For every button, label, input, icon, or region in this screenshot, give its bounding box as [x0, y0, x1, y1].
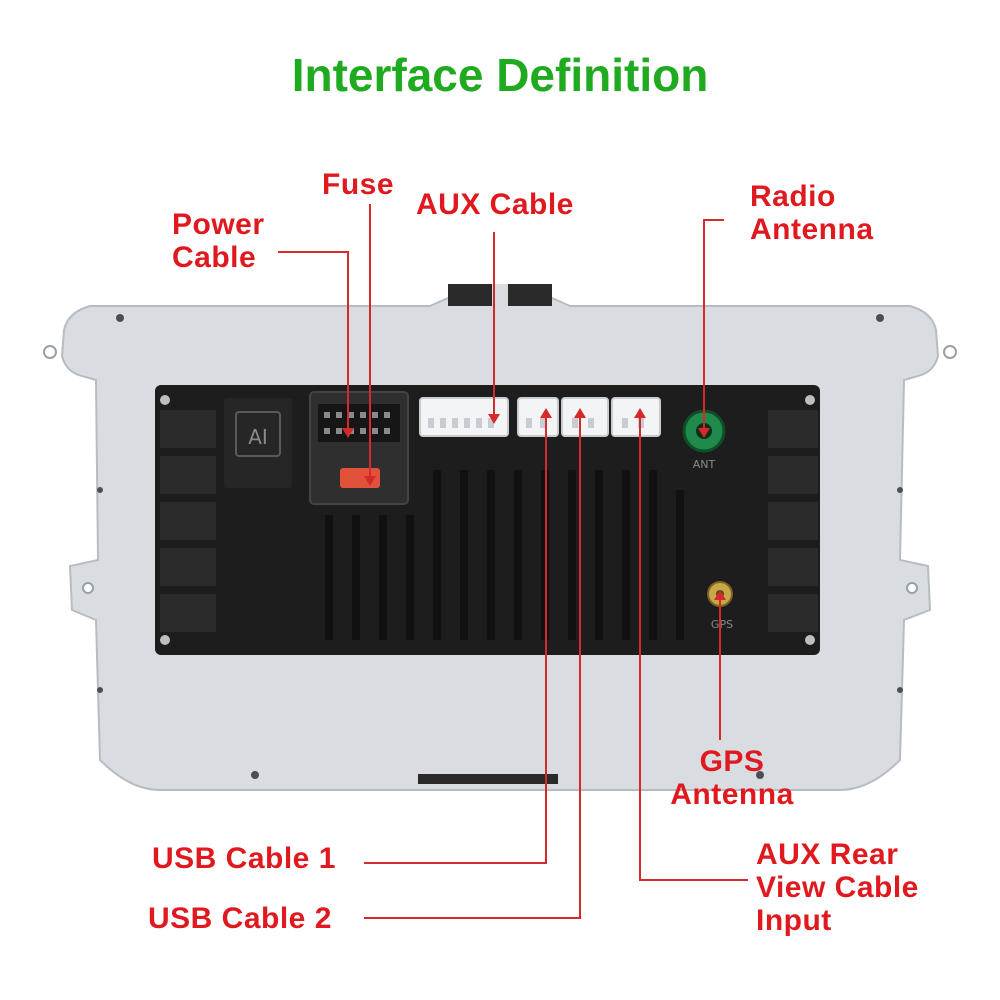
gps-marking: GPS — [711, 618, 733, 631]
label-gps-antenna: GPS Antenna — [670, 745, 794, 811]
leader-aux-rear — [639, 418, 748, 881]
label-aux-cable: AUX Cable — [416, 188, 574, 221]
ai-logo-icon — [235, 411, 281, 457]
usb-1-connector — [517, 397, 559, 437]
label-usb-cable-1: USB Cable 1 — [152, 842, 336, 875]
leader-radio-antenna — [703, 219, 724, 428]
page-title: Interface Definition — [291, 49, 709, 101]
label-fuse: Fuse — [322, 168, 395, 201]
label-radio-antenna: Radio Antenna — [750, 180, 874, 246]
ai-logo-text: AI — [248, 425, 268, 449]
leader-usb-2 — [364, 418, 581, 919]
leader-power-cable — [278, 251, 349, 428]
label-power-cable: Power Cable — [172, 208, 265, 274]
ant-marking: ANT — [693, 458, 716, 471]
label-aux-rear-view: AUX Rear View Cable Input — [756, 838, 919, 937]
leader-usb-1 — [364, 418, 547, 864]
label-usb-cable-2: USB Cable 2 — [148, 902, 332, 935]
